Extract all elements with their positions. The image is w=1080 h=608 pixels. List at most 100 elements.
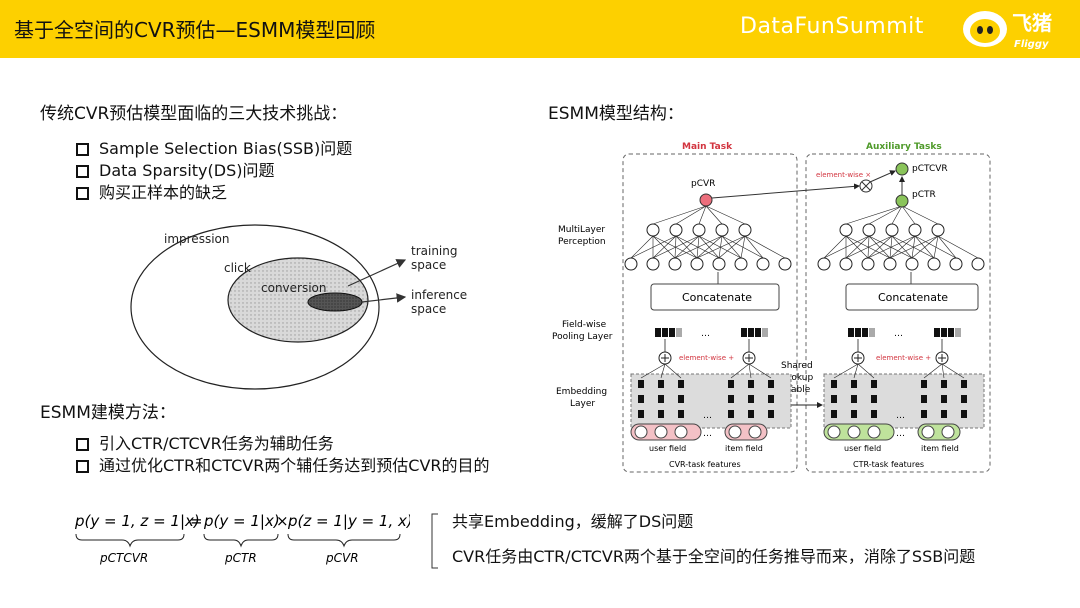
embedding-label-2: Layer <box>570 399 595 409</box>
aux-concatenate-box <box>845 283 979 311</box>
embedding-cell <box>871 380 877 388</box>
conversion-ellipse <box>307 292 363 312</box>
mlp-node <box>839 223 853 237</box>
logo-subtext: Fliggy <box>1014 39 1049 50</box>
brand-text: DataFunSummit <box>740 14 924 39</box>
pctcvr-node <box>895 162 909 176</box>
mlp-node <box>927 257 941 271</box>
embedding-cell <box>768 395 774 403</box>
shared-label-2: Lookup <box>781 373 814 383</box>
mlp-edge <box>652 235 676 259</box>
embedding-cell <box>768 410 774 418</box>
click-ellipse <box>227 257 369 343</box>
main-task-panel <box>622 153 798 473</box>
pcvr-label: pCVR <box>691 179 715 189</box>
mlp-edge <box>889 235 939 259</box>
mlp-node <box>949 257 963 271</box>
list-item: Data Sparsity(DS)问题 <box>76 160 352 182</box>
embedding-cell <box>851 410 857 418</box>
list-item: 购买正样本的缺乏 <box>76 182 352 204</box>
aux-item-field-label: item field <box>921 444 959 453</box>
list-item-text: Data Sparsity(DS)问题 <box>99 161 275 180</box>
cvr-features-label: CVR-task features <box>669 460 741 469</box>
mlp-edge <box>867 235 916 259</box>
embedding-edge <box>853 363 859 379</box>
list-item-text: 引入CTR/CTCVR任务为辅助任务 <box>99 434 334 453</box>
mlp-node <box>692 223 706 237</box>
click-label: click <box>224 261 251 275</box>
embedding-cell <box>921 380 927 388</box>
embedding-cell <box>941 395 947 403</box>
list-item: 通过优化CTR和CTCVR两个辅任务达到预估CVR的目的 <box>76 455 490 477</box>
pctr-label: pCTR <box>912 190 936 200</box>
mlp-edge <box>705 205 723 225</box>
multiply-to-pctcvr-arrow <box>869 170 896 183</box>
mlp-node <box>931 223 945 237</box>
inference-arrow <box>361 293 407 303</box>
embedding-cell <box>831 395 837 403</box>
esmm-architecture: Main Task Auxiliary Tasks MultiLayer Per… <box>552 142 991 473</box>
mlp-node <box>646 223 660 237</box>
mlp-edge <box>914 235 957 259</box>
multiply-icon <box>861 181 871 191</box>
main-concatenate-box <box>650 283 780 311</box>
mlp-edge <box>845 235 870 259</box>
mlp-node <box>885 223 899 237</box>
mlp-edge <box>868 205 903 225</box>
plus-icon <box>661 354 669 362</box>
mlp-node <box>905 257 919 271</box>
ellipsis: … <box>701 329 710 339</box>
ellipsis: … <box>703 429 712 439</box>
mlp-edge <box>901 205 939 225</box>
embedding-edge <box>833 363 859 379</box>
embedding-cell <box>871 395 877 403</box>
ellipsis: … <box>896 411 905 421</box>
embedding-cell <box>658 410 664 418</box>
mlp-edge <box>652 235 677 259</box>
mlp-edge <box>889 235 916 259</box>
mlp-node <box>712 257 726 271</box>
embedding-cell <box>961 395 967 403</box>
embedding-cell <box>658 380 664 388</box>
main-item-field-label: item field <box>725 444 763 453</box>
embedding-cell <box>678 380 684 388</box>
ellipsis: … <box>896 429 905 439</box>
mlp-node <box>715 223 729 237</box>
pooled-cell <box>748 328 754 337</box>
main-user-field-label: user field <box>649 444 686 453</box>
embedding-label-1: Embedding <box>556 387 607 397</box>
embedding-cell <box>638 410 644 418</box>
mlp-node <box>669 223 683 237</box>
pooled-cell <box>755 328 761 337</box>
mlp-node <box>883 257 897 271</box>
list-item-text: Sample Selection Bias(SSB)问题 <box>99 139 353 158</box>
plus-icon <box>854 354 862 362</box>
plus-icon <box>938 354 946 362</box>
embedding-cell <box>748 410 754 418</box>
pooled-cell <box>955 328 961 337</box>
lhs-brace <box>75 533 185 548</box>
pooled-cell <box>741 328 747 337</box>
checkbox-icon <box>76 459 89 473</box>
mlp-edge <box>696 235 723 259</box>
mlp-edge <box>705 205 746 225</box>
pooled-cell <box>934 328 940 337</box>
embedding-cell <box>728 395 734 403</box>
label-pcvr: pCVR <box>325 551 359 565</box>
mlp-node <box>624 257 638 271</box>
mlp-edge <box>744 235 764 259</box>
label-pctr: pCTR <box>224 551 257 565</box>
embedding-edge <box>730 363 750 379</box>
embedding-cell <box>941 410 947 418</box>
feature-node <box>941 425 955 439</box>
embedding-cell <box>678 410 684 418</box>
pooled-cell <box>762 328 768 337</box>
formula-lhs: p(y = 1, z = 1|x) <box>74 512 200 530</box>
multilayer-label-2: Perception <box>558 237 606 247</box>
mlp-edge <box>630 235 677 259</box>
embedding-cell <box>961 380 967 388</box>
pooled-cell <box>655 328 661 337</box>
mlp-edge <box>937 235 979 259</box>
mlp-edge <box>675 205 707 225</box>
note-ssb: CVR任务由CTR/CTCVR两个基于全空间的任务推导而来，消除了SSB问题 <box>452 547 976 566</box>
